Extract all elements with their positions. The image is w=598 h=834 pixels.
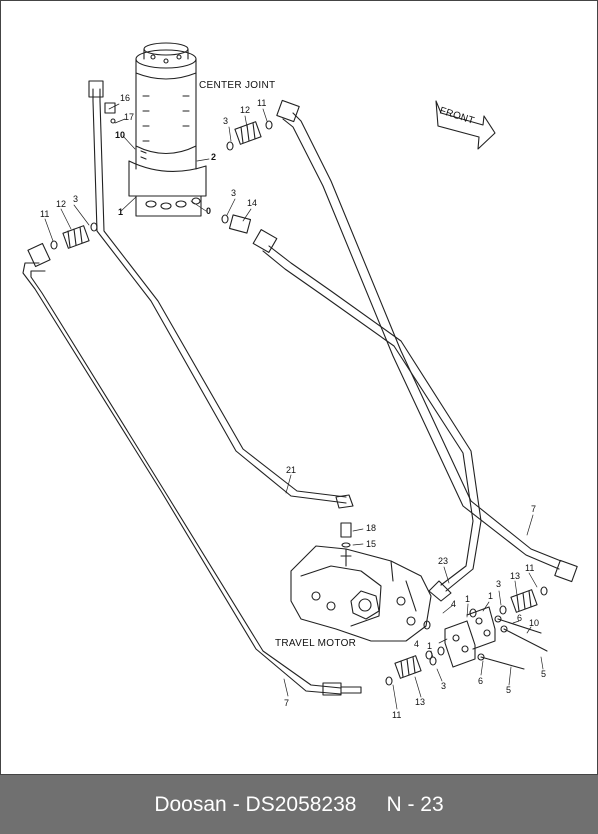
- center-joint: [128, 42, 207, 217]
- callout-15: 15: [366, 539, 376, 549]
- hose-7-left: [22, 242, 362, 696]
- fitting-13-lower: [385, 650, 433, 686]
- footer-bar: Doosan - DS2058238 N - 23: [0, 775, 598, 834]
- callout-10: 10: [115, 130, 125, 140]
- fitting-18: [340, 522, 352, 548]
- callout-21: 21: [286, 465, 296, 475]
- callout-10-b: 10: [529, 618, 539, 628]
- callout-1-b: 1: [488, 591, 493, 601]
- footer-page-number: N - 23: [386, 792, 444, 816]
- callout-11-right: 11: [525, 563, 534, 573]
- callout-3-left: 3: [73, 194, 78, 204]
- callout-3-mid: 3: [231, 188, 236, 198]
- callout-11-upper: 11: [257, 98, 266, 108]
- diagram-frame: CENTER JOINT TRAVEL MOTOR FRONT 16 17 10…: [0, 0, 598, 775]
- travel-motor: [290, 545, 432, 642]
- callout-13-right: 13: [510, 571, 520, 581]
- callout-2: 2: [211, 152, 216, 162]
- text-labels: CENTER JOINT TRAVEL MOTOR FRONT: [199, 80, 476, 649]
- callout-numbers: 16 17 10 2 1 0 3 12 11 3 12 11 3 14 21 1…: [40, 93, 546, 720]
- footer-brand: Doosan: [154, 792, 227, 816]
- leader-lines: [44, 103, 544, 710]
- callout-6-b: 6: [478, 676, 483, 686]
- hydraulic-diagram: CENTER JOINT TRAVEL MOTOR FRONT 16 17 10…: [22, 42, 578, 720]
- fitting-12-left: [50, 222, 98, 250]
- callout-3-upper: 3: [223, 116, 228, 126]
- callout-0: 0: [206, 206, 211, 216]
- o-rings: [423, 608, 477, 666]
- callout-5-b: 5: [506, 685, 511, 695]
- callout-11-lower: 11: [392, 710, 401, 720]
- callout-17: 17: [124, 112, 134, 122]
- fitting-13-right: [499, 586, 548, 615]
- callout-4-a: 4: [451, 599, 456, 609]
- callout-18: 18: [366, 523, 376, 533]
- callout-3-lower: 3: [441, 681, 446, 691]
- callout-3-right: 3: [496, 579, 501, 589]
- fitting-16: [104, 102, 116, 124]
- callout-7-left: 7: [284, 698, 289, 708]
- callout-4-b: 4: [414, 639, 419, 649]
- label-travel-motor: TRAVEL MOTOR: [275, 638, 356, 649]
- hose-23: [252, 229, 482, 602]
- callout-1-a: 1: [465, 594, 470, 604]
- bolts: [477, 615, 548, 670]
- fitting-12-upper: [226, 120, 273, 151]
- manifold-blocks: [444, 606, 496, 668]
- callout-16: 16: [120, 93, 130, 103]
- hose-7-right: [276, 99, 578, 583]
- hose-21: [88, 80, 354, 509]
- callout-12-left: 12: [56, 199, 66, 209]
- callout-14: 14: [247, 198, 257, 208]
- callout-6-a: 6: [517, 613, 522, 623]
- callout-13-lower: 13: [415, 697, 425, 707]
- front-arrow: [435, 100, 496, 150]
- callout-11-left: 11: [40, 209, 49, 219]
- callout-1: 1: [118, 207, 123, 217]
- callout-12-upper: 12: [240, 105, 250, 115]
- fitting-14: [221, 214, 252, 234]
- label-center-joint: CENTER JOINT: [199, 80, 275, 91]
- footer-part-number: - DS2058238: [232, 792, 357, 816]
- callout-1-c: 1: [427, 641, 432, 651]
- callout-7-right: 7: [531, 504, 536, 514]
- label-front: FRONT: [438, 105, 476, 127]
- callout-23: 23: [438, 556, 448, 566]
- callout-5-a: 5: [541, 669, 546, 679]
